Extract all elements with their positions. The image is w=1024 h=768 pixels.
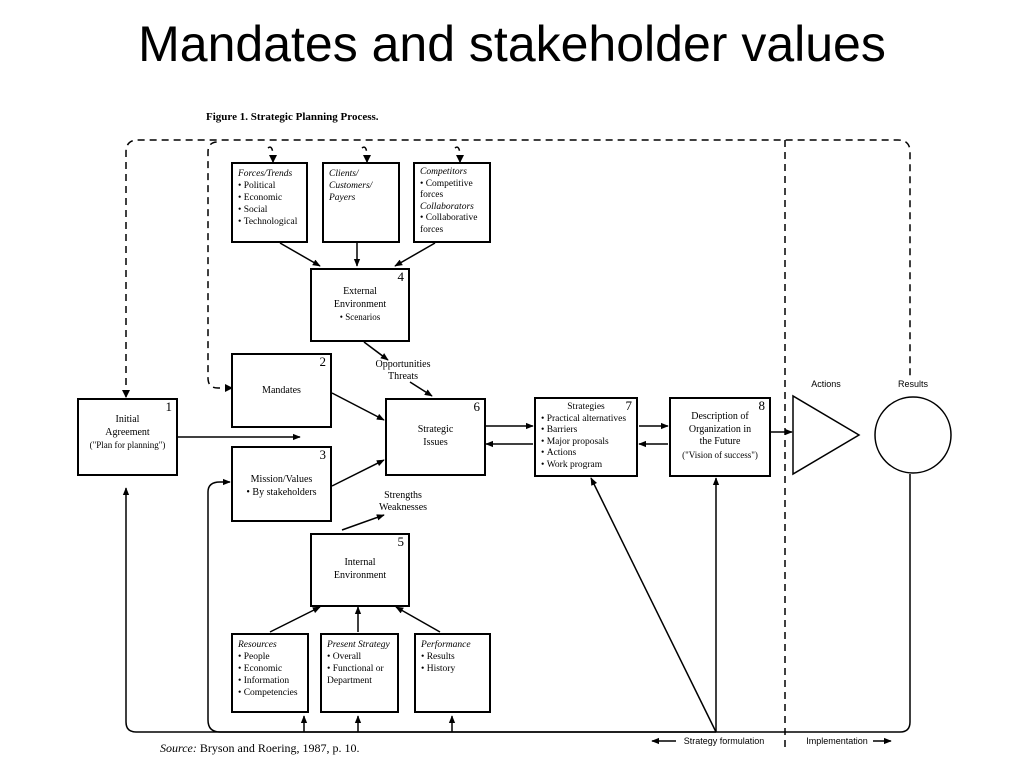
box-heading: Resources bbox=[238, 640, 277, 650]
label-results: Results bbox=[897, 379, 928, 389]
box-item: Results bbox=[421, 651, 484, 663]
figure-caption: Figure 1. Strategic Planning Process. bbox=[206, 111, 379, 123]
box-line: Internal bbox=[344, 557, 376, 568]
box-number: 2 bbox=[319, 354, 327, 369]
box-initial-agreement: 1 Initial Agreement ("Plan for planning"… bbox=[77, 398, 178, 476]
box-item: By stakeholders bbox=[238, 487, 325, 500]
source-text: Bryson and Roering, 1987, p. 10. bbox=[199, 741, 360, 755]
box-item: Collaborative forces bbox=[420, 213, 484, 236]
box-item: People bbox=[238, 651, 302, 663]
box-item: History bbox=[421, 663, 484, 675]
box-title: Strategies bbox=[567, 402, 605, 412]
box-item: Social bbox=[238, 204, 301, 216]
box-strategies: 7 Strategies Practical alternatives Barr… bbox=[534, 397, 638, 477]
label-strengths: Strengths bbox=[384, 490, 422, 501]
box-number: 1 bbox=[165, 399, 173, 414]
box-item: Competencies bbox=[238, 687, 302, 699]
box-line: Organization in bbox=[688, 423, 752, 435]
box-external-environment: 4 External Environment Scenarios bbox=[310, 268, 410, 342]
box-heading: Collaborators bbox=[420, 201, 474, 212]
box-line: ("Vision of success") bbox=[682, 449, 758, 460]
box-heading: Forces/Trends bbox=[238, 169, 293, 179]
box-title: Mandates bbox=[262, 385, 301, 396]
solid-flows bbox=[122, 242, 911, 745]
box-heading: Payers bbox=[329, 193, 356, 203]
box-line: External bbox=[343, 286, 377, 297]
box-number: 3 bbox=[319, 447, 327, 462]
box-title: Mission/Values bbox=[250, 474, 313, 485]
box-strategic-issues: 6 Strategic Issues bbox=[385, 398, 486, 476]
slide-title: Mandates and stakeholder values bbox=[138, 16, 886, 72]
box-heading: Present Strategy bbox=[327, 640, 390, 650]
box-heading: Clients/ bbox=[329, 169, 359, 179]
box-item: Work program bbox=[541, 460, 631, 472]
source-prefix: Source: bbox=[160, 741, 197, 755]
box-present-strategy: Present Strategy Overall Functional or D… bbox=[320, 633, 399, 713]
box-line: ("Plan for planning") bbox=[89, 440, 166, 450]
dashed-feedback-loops bbox=[125, 139, 911, 748]
box-competitors: Competitors Competitive forces Collabora… bbox=[413, 162, 491, 243]
box-line: Agreement bbox=[105, 426, 150, 438]
box-line: Issues bbox=[423, 436, 448, 448]
box-line: the Future bbox=[699, 436, 741, 447]
box-item: Overall bbox=[327, 651, 392, 663]
box-item: Functional or Department bbox=[327, 663, 392, 687]
box-clients: Clients/ Customers/ Payers bbox=[322, 162, 400, 243]
label-threats: Threats bbox=[388, 371, 418, 382]
box-internal-environment: 5 Internal Environment bbox=[310, 533, 410, 607]
box-line: Description of bbox=[691, 411, 749, 422]
box-line: Environment bbox=[333, 298, 387, 310]
label-implementation: Implementation bbox=[806, 736, 868, 746]
box-item: Barriers bbox=[541, 425, 631, 437]
dashed-loop-arrowheads bbox=[122, 155, 464, 398]
box-number: 8 bbox=[758, 398, 766, 413]
box-item: Competitive forces bbox=[420, 179, 484, 202]
box-item: Political bbox=[238, 180, 301, 192]
box-item: Technological bbox=[238, 216, 301, 228]
label-actions: Actions bbox=[811, 379, 841, 389]
box-item: Actions bbox=[541, 448, 631, 460]
box-item: Economic bbox=[238, 663, 302, 675]
box-description: 8 Description of Organization in the Fut… bbox=[669, 397, 771, 477]
box-number: 5 bbox=[397, 534, 405, 549]
box-heading: Performance bbox=[421, 640, 471, 650]
figure-source: Source: Bryson and Roering, 1987, p. 10. bbox=[160, 741, 360, 756]
box-item: Information bbox=[238, 675, 302, 687]
results-circle bbox=[874, 396, 952, 474]
box-heading: Competitors bbox=[420, 167, 467, 177]
box-forces-trends: Forces/Trends Political Economic Social … bbox=[231, 162, 308, 243]
box-item: Economic bbox=[238, 192, 301, 204]
label-weaknesses: Weaknesses bbox=[378, 502, 428, 513]
label-opportunities: Opportunities bbox=[375, 359, 431, 370]
label-strengths-weaknesses: Strengths Weaknesses bbox=[360, 490, 446, 514]
box-mission-values: 3 Mission/Values By stakeholders bbox=[231, 446, 332, 522]
box-line: Environment bbox=[333, 569, 387, 581]
actions-triangle bbox=[792, 394, 861, 476]
box-item: Major proposals bbox=[541, 437, 631, 449]
box-number: 7 bbox=[625, 398, 633, 413]
box-performance: Performance Results History bbox=[414, 633, 491, 713]
box-line: Initial bbox=[115, 414, 140, 425]
box-item: Practical alternatives bbox=[541, 414, 631, 426]
box-mandates: 2 Mandates bbox=[231, 353, 332, 428]
box-heading: Customers/ bbox=[329, 181, 373, 191]
box-resources: Resources People Economic Information Co… bbox=[231, 633, 309, 713]
box-line: Strategic bbox=[417, 424, 454, 435]
label-opportunities-threats: Opportunities Threats bbox=[360, 359, 446, 383]
box-item: Scenarios bbox=[317, 311, 403, 324]
box-number: 6 bbox=[473, 399, 481, 414]
box-number: 4 bbox=[397, 269, 405, 284]
label-strategy-formulation: Strategy formulation bbox=[683, 736, 765, 746]
